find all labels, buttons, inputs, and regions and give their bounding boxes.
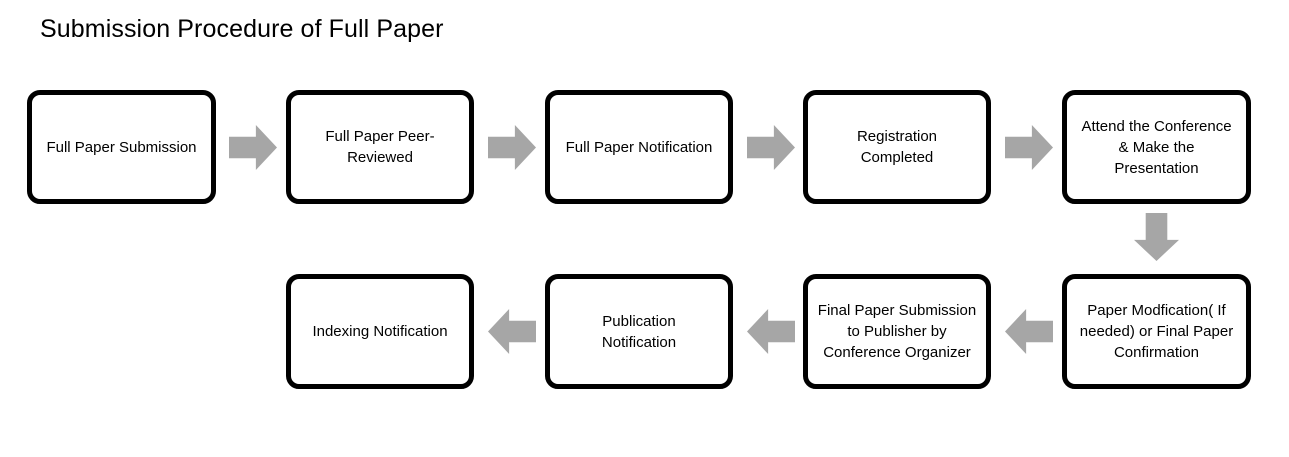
arrow-right-icon <box>1005 125 1053 170</box>
flow-node-indexing-notification[interactable]: Indexing Notification <box>286 274 474 389</box>
flow-node-label: Full Paper Peer- Reviewed <box>325 128 435 166</box>
flow-node-label: Final Paper Submission to Publisher by C… <box>817 302 977 361</box>
flow-node-full-paper-submission[interactable]: Full Paper Submission <box>27 90 216 204</box>
flow-node-label: Publication Notification <box>601 312 677 351</box>
arrow-down-icon <box>1134 213 1179 261</box>
flow-node-publication-notification[interactable]: Publication Notification <box>545 274 733 389</box>
flow-node-label: Full Paper Notification <box>565 138 713 156</box>
arrow-left-icon <box>747 309 795 354</box>
flow-node-full-paper-notification[interactable]: Full Paper Notification <box>545 90 733 204</box>
arrow-right-icon <box>747 125 795 170</box>
arrow-left-icon <box>488 309 536 354</box>
flow-node-label: Registration Completed <box>856 128 938 166</box>
flow-node-attend-conference[interactable]: Attend the Conference & Make the Present… <box>1062 90 1251 204</box>
flow-node-label: Paper Modfication( If needed) or Final P… <box>1079 302 1234 361</box>
flow-node-final-paper-submission[interactable]: Final Paper Submission to Publisher by C… <box>803 274 991 389</box>
flow-node-label: Full Paper Submission <box>46 138 197 156</box>
flow-node-label: Indexing Notification <box>312 323 448 340</box>
flow-node-full-paper-peer-reviewed[interactable]: Full Paper Peer- Reviewed <box>286 90 474 204</box>
flow-node-registration-completed[interactable]: Registration Completed <box>803 90 991 204</box>
page-title: Submission Procedure of Full Paper <box>40 15 444 43</box>
arrow-left-icon <box>1005 309 1053 354</box>
arrow-right-icon <box>229 125 277 170</box>
flow-node-paper-modification[interactable]: Paper Modfication( If needed) or Final P… <box>1062 274 1251 389</box>
flow-node-label: Attend the Conference & Make the Present… <box>1081 117 1232 177</box>
arrow-right-icon <box>488 125 536 170</box>
